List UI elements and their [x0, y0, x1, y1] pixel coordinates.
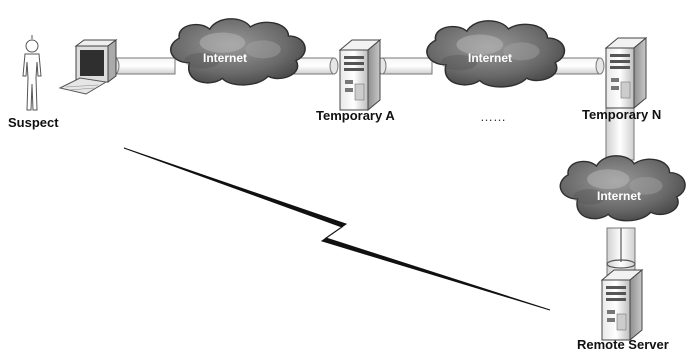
server-tower-icon — [339, 39, 381, 111]
cloud-label-2: Internet — [468, 51, 512, 65]
tube-tempa-cloud2 — [377, 57, 433, 75]
person-icon — [22, 35, 42, 111]
server-remote — [601, 269, 643, 341]
ellipsis-label: …… — [480, 109, 506, 124]
server-tower-icon — [605, 37, 647, 109]
cloud-label-3: Internet — [597, 189, 641, 203]
lightning-bolt-icon — [123, 147, 551, 311]
tube-computer-cloud1 — [110, 57, 176, 75]
server-temporary-n — [605, 37, 647, 109]
remote-server-label: Remote Server — [577, 337, 669, 352]
temporary-a-label: Temporary A — [316, 108, 395, 123]
desktop-computer-icon — [58, 39, 118, 95]
temporary-n-label: Temporary N — [582, 107, 661, 122]
cloud-label-1: Internet — [203, 51, 247, 65]
server-temporary-a — [339, 39, 381, 111]
server-tower-icon — [601, 269, 643, 341]
suspect-label: Suspect — [8, 115, 59, 130]
